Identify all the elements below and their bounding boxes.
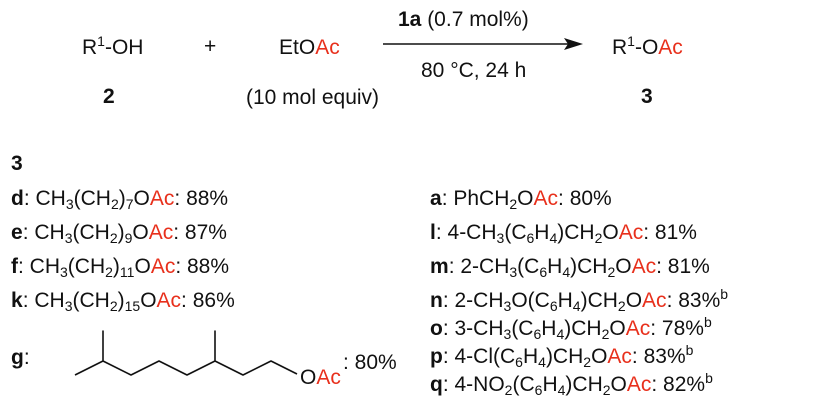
list-item-g-ester: OAc xyxy=(300,366,341,389)
list-item-o: o: 3-CH3(C6H4)CH2OAc: 78%b xyxy=(430,314,712,342)
reagent-equiv: (10 mol equiv) xyxy=(246,86,380,109)
list-item-e: e: CH3(CH2)9OAc: 87% xyxy=(11,221,227,246)
list-item-q: q: 4-NO2(C6H4)CH2OAc: 82%b xyxy=(430,370,713,398)
list-item-g-label: g: xyxy=(11,346,30,369)
products-header: 3 xyxy=(11,152,23,175)
list-item-g-yield: : 80% xyxy=(343,351,397,374)
product-number: 3 xyxy=(641,85,653,108)
list-item-l: l: 4-CH3(C6H4)CH2OAc: 81% xyxy=(430,221,697,246)
list-item-a: a: PhCH2OAc: 80% xyxy=(430,187,612,212)
product-acetate: R1-OAc xyxy=(612,33,683,59)
list-item-m: m: 2-CH3(C6H4)CH2OAc: 81% xyxy=(430,255,710,280)
list-item-p: p: 4-Cl(C6H4)CH2OAc: 83%b xyxy=(430,342,694,370)
reactant-alcohol: R1-OH xyxy=(82,33,144,59)
catalyst-label: 1a (0.7 mol%) xyxy=(398,8,529,31)
reactant-number: 2 xyxy=(103,85,115,108)
reaction-conditions: 80 °C, 24 h xyxy=(421,59,527,82)
list-item-n: n: 2-CH3O(C6H4)CH2OAc: 83%b xyxy=(430,286,729,314)
list-item-d: d: CH3(CH2)7OAc: 88% xyxy=(11,187,229,212)
reagent-ethyl-acetate: EtOAc xyxy=(279,36,340,59)
list-item-k: k: CH3(CH2)15OAc: 86% xyxy=(11,289,235,314)
list-item-f: f: CH3(CH2)11OAc: 88% xyxy=(11,255,230,280)
plus-sign: + xyxy=(204,35,217,58)
